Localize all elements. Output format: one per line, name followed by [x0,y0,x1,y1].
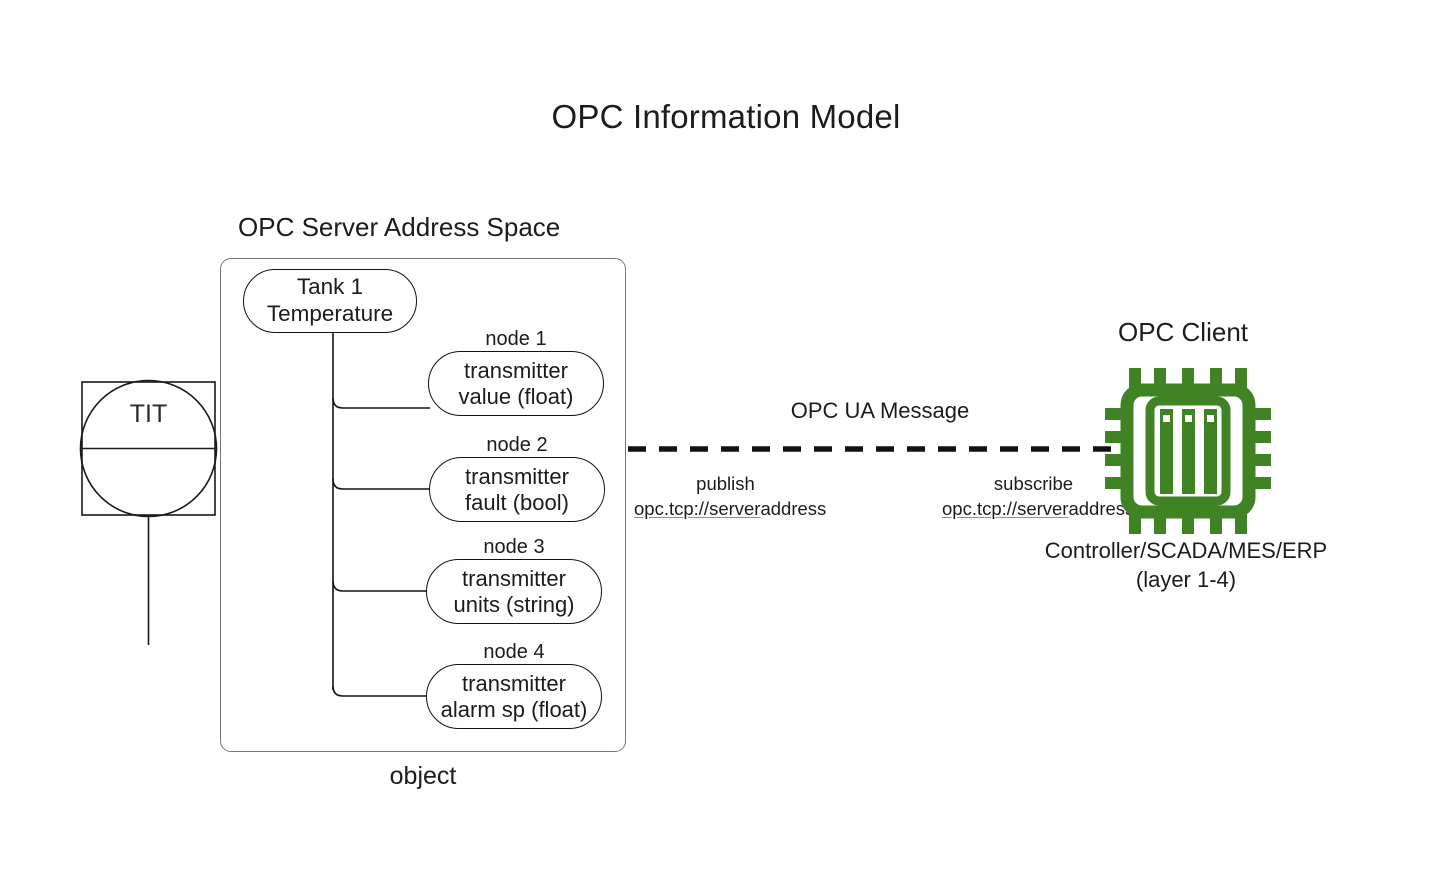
opc-ua-message-label: OPC UA Message [790,398,970,423]
instrument-tag-label: TIT [129,400,168,428]
subscribe-url-suffix: address [1068,498,1135,520]
node-3-bubble[interactable]: transmitter units (string) [426,559,602,624]
client-role-line-1: Controller/SCADA/MES/ERP [1044,538,1328,563]
server-address-space-caption: OPC Server Address Space [238,212,561,242]
subscribe-endpoint: subscribe opc.tcp://serveraddress [942,473,1134,520]
object-node-tank-1-temperature[interactable]: Tank 1 Temperature [243,269,417,333]
instrument-tit-icon [79,379,218,645]
node-3-line-2: units (string) [453,591,575,617]
node-1-line-2: value (float) [458,383,574,409]
publish-url-suffix: address [760,498,827,520]
page-title: OPC Information Model [551,98,901,135]
node-2-line-1: transmitter [465,463,569,489]
subscribe-url-link[interactable]: opc.tcp://server [942,498,1069,520]
client-role-line-2: (layer 1-4) [1135,567,1237,593]
node-3-caption: node 3 [483,536,545,558]
node-2-caption: node 2 [486,434,548,456]
publish-url-link[interactable]: opc.tcp://server [634,498,761,520]
publish-url[interactable]: opc.tcp://serveraddress [634,498,826,520]
publish-endpoint: publish opc.tcp://serveraddress [634,473,826,520]
node-4-caption: node 4 [483,641,545,663]
object-node-line-1: Tank 1 [296,274,364,300]
client-role-label: Controller/SCADA/MES/ERP (layer 1-4) [1010,536,1362,595]
cpu-chip-icon [1105,368,1271,534]
node-1-bubble[interactable]: transmitter value (float) [428,351,604,416]
object-caption: object [389,762,457,790]
node-1-line-1: transmitter [464,357,568,383]
node-4-line-2: alarm sp (float) [440,696,588,722]
opc-client-caption: OPC Client [1117,317,1249,347]
object-node-line-2: Temperature [266,301,394,326]
node-3-line-1: transmitter [462,565,566,591]
subscribe-verb-label: subscribe [993,473,1074,494]
node-2-bubble[interactable]: transmitter fault (bool) [429,457,605,522]
node-4-line-1: transmitter [462,670,566,696]
publish-verb-label: publish [696,473,755,494]
node-1-caption: node 1 [485,328,547,350]
subscribe-url[interactable]: opc.tcp://serveraddress [942,498,1134,520]
node-2-line-2: fault (bool) [465,489,569,515]
node-4-bubble[interactable]: transmitter alarm sp (float) [426,664,602,729]
